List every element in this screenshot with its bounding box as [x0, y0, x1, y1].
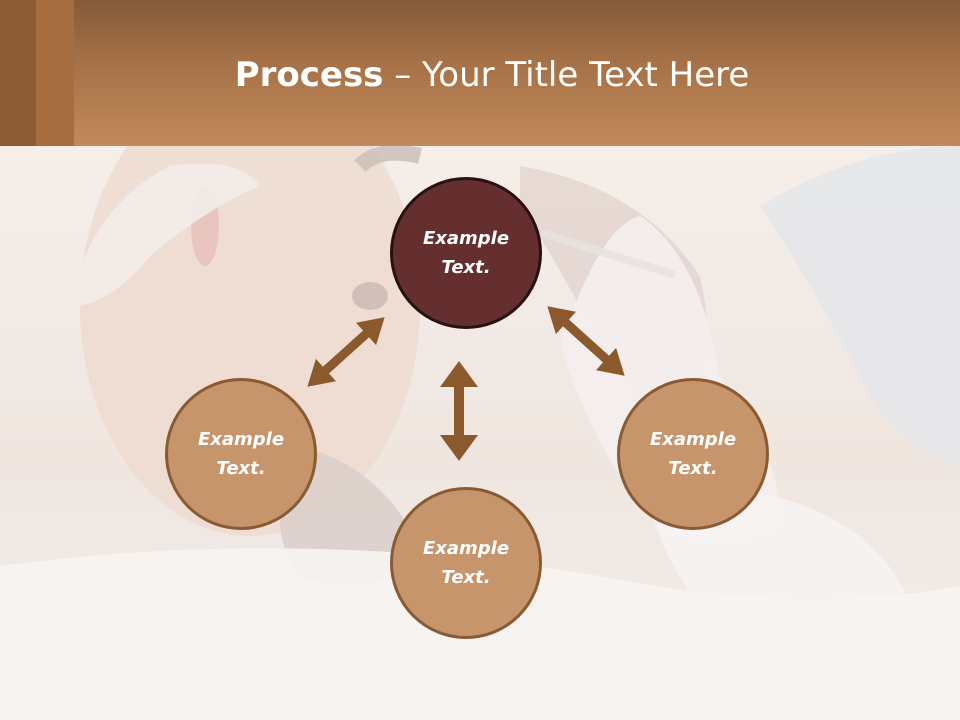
node-line1: Example	[197, 429, 285, 450]
process-node-center: Example Text.	[390, 177, 542, 329]
process-node-center-text: Example Text.	[423, 224, 509, 282]
arrow-center-left	[307, 317, 385, 387]
header-accent-left	[0, 0, 36, 146]
node-line1: Example	[422, 538, 510, 559]
arrow-center-bottom	[440, 361, 478, 461]
node-line2: Text.	[216, 458, 266, 479]
process-node-right: Example Text.	[617, 378, 769, 530]
node-line2: Text.	[441, 257, 491, 278]
process-node-right-text: Example Text.	[650, 425, 736, 483]
header-band	[0, 0, 960, 146]
slide-title-rest: – Your Title Text Here	[383, 55, 750, 95]
process-node-left-text: Example Text.	[198, 425, 284, 483]
slide-title: Process – Your Title Text Here	[0, 53, 960, 97]
node-line1: Example	[649, 429, 737, 450]
arrow-center-right	[547, 306, 625, 376]
process-node-bottom: Example Text.	[390, 487, 542, 639]
node-line2: Text.	[668, 458, 718, 479]
slide-title-bold: Process	[234, 55, 384, 95]
node-line1: Example	[422, 228, 510, 249]
process-node-bottom-text: Example Text.	[423, 534, 509, 592]
process-node-left: Example Text.	[165, 378, 317, 530]
node-line2: Text.	[441, 567, 491, 588]
header-accent-right	[36, 0, 74, 146]
